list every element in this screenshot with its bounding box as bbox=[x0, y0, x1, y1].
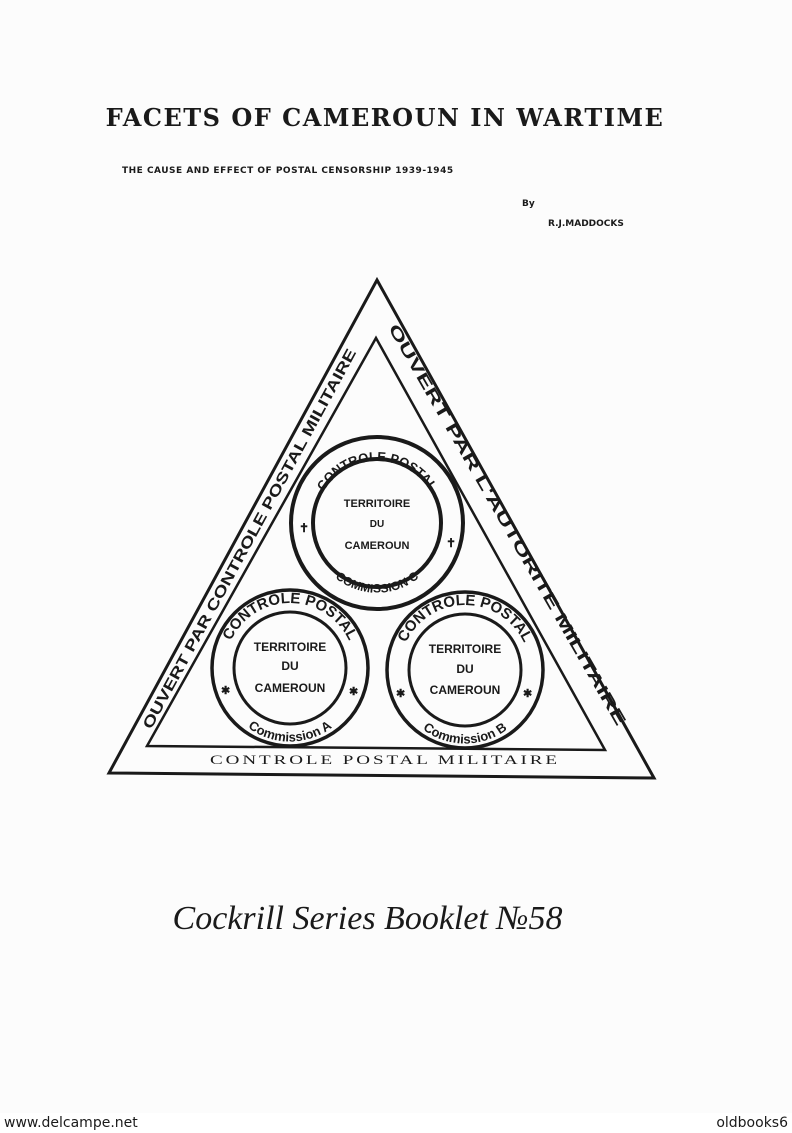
svg-text:TERRITOIRE: TERRITOIRE bbox=[429, 642, 501, 656]
series-caption: Cockrill Series Booklet №58 bbox=[172, 900, 563, 937]
svg-text:CONTROLE POSTAL: CONTROLE POSTAL bbox=[314, 449, 441, 493]
booklet-subtitle: THE CAUSE AND EFFECT OF POSTAL CENSORSHI… bbox=[122, 166, 454, 176]
outer-triangle bbox=[106, 276, 657, 780]
svg-text:CAMEROUN: CAMEROUN bbox=[255, 681, 326, 695]
svg-text:CONTRÔLE POSTAL: CONTRÔLE POSTAL bbox=[219, 590, 360, 643]
star-icon: ✱ bbox=[396, 688, 405, 700]
watermark-bar: www.delcampe.net oldbooks6 bbox=[0, 1113, 792, 1133]
emblem-right-text: OUVERT PAR L'AUTORITE MILITAIRE bbox=[385, 322, 629, 730]
svg-text:DU: DU bbox=[456, 662, 473, 676]
cross-icon: ✝ bbox=[299, 521, 309, 535]
cross-icon: ✝ bbox=[446, 536, 456, 550]
booklet-title: FACETS OF CAMEROUN IN WARTIME bbox=[105, 103, 665, 132]
svg-text:TERRITOIRE: TERRITOIRE bbox=[254, 640, 326, 654]
author-name: R.J.MADDOCKS bbox=[548, 219, 624, 229]
emblem-bottom-text: CONTROLE POSTAL MILITAIRE bbox=[210, 752, 560, 767]
stamp-commission-b: CONTRÔLE POSTAL Commission B ✱ ✱ TERRITO… bbox=[385, 590, 545, 750]
emblem-left-text: OUVERT PAR CONTROLE POSTAL MILITAIRE bbox=[140, 346, 360, 732]
stamp-commission-a: CONTRÔLE POSTAL Commission A ✱ ✱ TERRITO… bbox=[210, 588, 370, 748]
svg-text:COMMISSION C: COMMISSION C bbox=[333, 569, 421, 596]
svg-text:CAMEROUN: CAMEROUN bbox=[430, 683, 501, 697]
site-watermark: www.delcampe.net bbox=[4, 1115, 138, 1131]
svg-text:CAMEROUN: CAMEROUN bbox=[345, 540, 410, 552]
svg-text:DU: DU bbox=[281, 659, 298, 673]
star-icon: ✱ bbox=[221, 685, 230, 697]
seller-watermark: oldbooks6 bbox=[716, 1115, 788, 1131]
star-icon: ✱ bbox=[523, 688, 532, 700]
svg-text:TERRITOIRE: TERRITOIRE bbox=[344, 498, 410, 510]
svg-text:DU: DU bbox=[370, 519, 384, 530]
stamp-commission-c: CONTROLE POSTAL COMMISSION C ✝ ✝ TERRITO… bbox=[289, 435, 465, 611]
by-label: By bbox=[522, 199, 535, 209]
star-icon: ✱ bbox=[349, 686, 358, 698]
